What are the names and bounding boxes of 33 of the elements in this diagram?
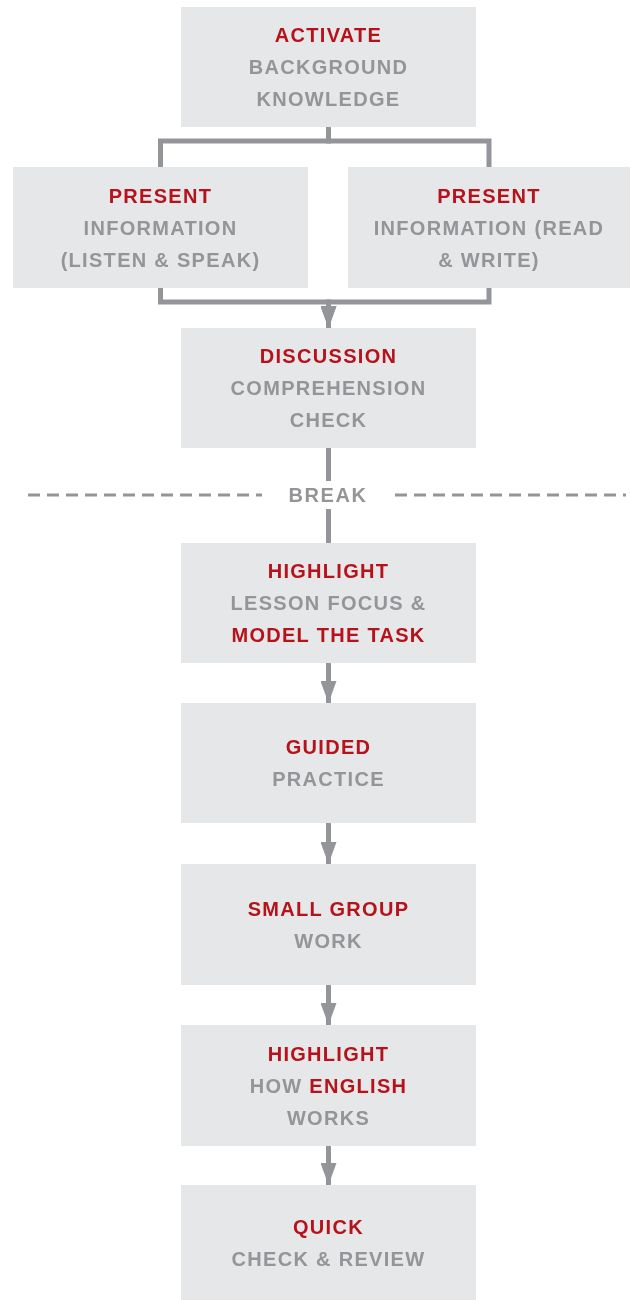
process-box [181, 1185, 476, 1300]
step-title: HIGHLIGHT [267, 1041, 390, 1067]
step-description: HOW ENGLISH WORKS [248, 1073, 409, 1131]
process-box [181, 543, 476, 663]
step-description: COMPREHENSION CHECK [229, 376, 428, 433]
step-description: INFORMATION (READ & WRITE) [373, 215, 605, 273]
step-title: GUIDED [285, 735, 372, 760]
step-description: INFORMATION (LISTEN & SPEAK) [59, 215, 262, 273]
arrow [320, 663, 337, 703]
step-description: WORK [294, 928, 363, 954]
step-title: PRESENT [437, 183, 541, 209]
arrow [320, 985, 337, 1025]
process-box [13, 167, 308, 288]
process-box [181, 864, 476, 985]
arrow [320, 823, 337, 864]
process-box [181, 1025, 476, 1146]
step-title: ACTIVATE [274, 23, 383, 48]
step-title: SMALL GROUP [247, 896, 410, 922]
process-box [181, 328, 476, 448]
step-title: HIGHLIGHT [267, 559, 390, 584]
step-title: DISCUSSION [259, 344, 398, 369]
step-description: PRACTICE [272, 767, 385, 792]
arrow [320, 288, 492, 328]
process-box [348, 167, 630, 288]
connector-line [326, 127, 492, 167]
step-title: PRESENT [108, 183, 213, 209]
step-title: QUICK [293, 1214, 364, 1240]
step-description: LESSON FOCUS & MODEL THE TASK [229, 591, 428, 648]
arrow [320, 1146, 337, 1185]
process-box [181, 7, 476, 127]
step-description: CHECK & REVIEW [231, 1246, 426, 1272]
step-description: BACKGROUND KNOWLEDGE [247, 55, 410, 112]
process-box [181, 703, 476, 823]
